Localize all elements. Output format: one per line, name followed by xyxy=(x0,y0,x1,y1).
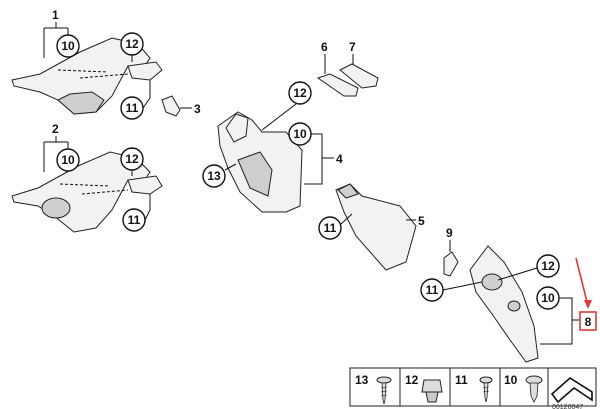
clip-nut-icon xyxy=(421,379,443,403)
callout-10-b-label: 10 xyxy=(61,153,75,167)
trim-panel-icon xyxy=(550,377,593,404)
leader-10-c xyxy=(304,133,323,185)
callout-10-a xyxy=(56,34,80,58)
leader-8 xyxy=(540,297,580,345)
callout-11-c-label: 11 xyxy=(324,221,337,235)
callout-11-c xyxy=(318,216,342,240)
screw-icon xyxy=(479,376,493,403)
panel-1-dash xyxy=(57,69,129,79)
leader-2 xyxy=(43,136,69,172)
screw-icon xyxy=(376,376,392,405)
callout-12-c xyxy=(288,81,312,105)
legend-label-11: 11 xyxy=(455,373,468,387)
clip-9-shape xyxy=(443,251,459,277)
part-number-9: 9 xyxy=(446,226,453,240)
pillar-8-shape xyxy=(469,245,539,363)
callout-13-label: 13 xyxy=(207,169,221,183)
leader-11-a xyxy=(142,80,151,109)
legend-label-12: 12 xyxy=(405,373,419,387)
pillar-8-knob xyxy=(481,273,503,291)
legend-label-10: 10 xyxy=(504,373,518,387)
leader-1 xyxy=(43,22,69,58)
callout-10-d-label: 10 xyxy=(541,291,555,305)
leader-11-d xyxy=(442,281,483,291)
parts-6-7-group: 6 7 xyxy=(316,40,379,97)
panel-2-knob xyxy=(41,197,71,219)
callout-11-b-label: 11 xyxy=(128,213,141,227)
callout-10-a-label: 10 xyxy=(61,39,75,53)
leader-13 xyxy=(224,163,237,171)
trim-5-tab xyxy=(337,183,359,199)
panel-1-flap xyxy=(127,61,163,81)
callout-11-a-label: 11 xyxy=(126,101,139,115)
shroud-4-tab xyxy=(225,113,249,143)
part-8-group: 12 11 10 8 xyxy=(420,245,597,363)
callout-12-b-label: 12 xyxy=(125,152,139,166)
part-4-group: 12 10 4 13 xyxy=(202,81,343,213)
part-number-7: 7 xyxy=(349,40,356,54)
part-2-group: 2 10 12 11 xyxy=(11,122,163,233)
callout-13 xyxy=(202,164,226,188)
part-number-1: 1 xyxy=(52,8,59,22)
pillar-8-hole xyxy=(507,300,521,312)
part-number-8: 8 xyxy=(585,315,592,329)
part-number-5: 5 xyxy=(418,214,425,228)
part-8-highlight-box xyxy=(579,311,597,331)
diagram-id: 00120047 xyxy=(552,404,583,409)
part-3-group: 3 xyxy=(161,95,201,117)
leader-12-c xyxy=(261,103,297,131)
leader-12-d xyxy=(497,267,538,281)
shroud-4-recess xyxy=(237,151,273,197)
panel-2-dash xyxy=(59,183,129,195)
cover-6-shape xyxy=(316,73,359,97)
callout-10-b xyxy=(56,148,80,172)
callout-11-d-label: 11 xyxy=(426,283,439,297)
trim-5-shape xyxy=(335,183,417,271)
callout-12-d-label: 12 xyxy=(541,259,555,273)
callout-12-d xyxy=(536,254,560,278)
part-1-group: 1 10 12 11 xyxy=(11,8,163,120)
callout-12-a-label: 12 xyxy=(125,37,139,51)
panel-1-recess xyxy=(57,91,105,115)
cover-7-shape xyxy=(339,63,379,89)
expanding-rivet-icon xyxy=(525,375,543,403)
callout-12-c-label: 12 xyxy=(293,86,307,100)
callout-10-c-label: 10 xyxy=(293,127,307,141)
legend-frame xyxy=(349,367,597,407)
clip-3-shape xyxy=(161,95,181,117)
highlight-arrow xyxy=(575,257,589,307)
leader-11-c xyxy=(340,213,353,225)
panel-2-flap xyxy=(127,175,163,195)
part-number-4: 4 xyxy=(336,152,343,166)
fastener-legend: 13 12 11 10 xyxy=(349,367,597,407)
legend-label-13: 13 xyxy=(355,373,369,387)
part-number-2: 2 xyxy=(52,122,59,136)
highlight-arrow-head xyxy=(584,300,592,309)
part-number-6: 6 xyxy=(321,40,328,54)
part-5-group: 5 11 xyxy=(318,183,425,271)
part-number-3: 3 xyxy=(194,102,201,116)
leader-11-b xyxy=(144,194,151,221)
part-9-group: 9 xyxy=(443,226,459,277)
